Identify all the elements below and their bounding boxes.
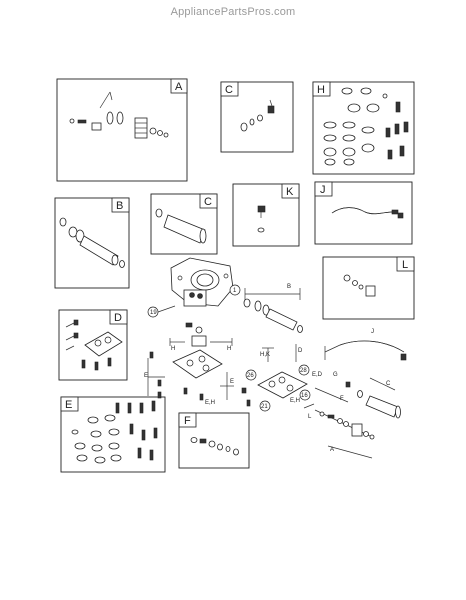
panel-f: F — [178, 412, 250, 469]
label-eh2: E,H — [290, 398, 300, 404]
callout-21: 21 — [261, 404, 268, 410]
central-assembly: B 19 1 H H E E — [144, 257, 407, 459]
panel-c-top: C — [220, 81, 294, 153]
panel-d: D — [58, 309, 128, 381]
panel-c-mid-tag: C — [204, 196, 212, 208]
panel-d-parts — [65, 319, 123, 371]
callout-28: 28 — [300, 368, 307, 374]
callout-19: 19 — [150, 310, 157, 316]
label-c: C — [386, 381, 391, 387]
panel-b-tag: B — [116, 200, 123, 212]
callout-1: 1 — [233, 288, 237, 294]
panel-a-parts — [69, 91, 169, 139]
panel-j: J — [314, 181, 413, 245]
panel-e: E — [60, 396, 166, 473]
panel-j-tag: J — [320, 184, 326, 196]
panel-k-parts — [257, 205, 266, 233]
label-h2: H — [227, 346, 231, 352]
watermark: AppliancePartsPros.com — [170, 6, 296, 18]
panel-f-parts — [190, 437, 239, 456]
panel-c-top-parts — [240, 99, 275, 132]
label-f: F — [340, 396, 344, 402]
panel-d-tag: D — [114, 312, 122, 324]
label-g: G — [333, 372, 338, 378]
panel-a-tag: A — [175, 81, 183, 93]
panel-k: K — [232, 183, 300, 247]
panel-h-parts — [323, 87, 409, 166]
label-j: J — [371, 329, 374, 335]
panel-k-tag: K — [286, 186, 294, 198]
label-eh: E,H — [205, 400, 215, 406]
panel-c-mid: C — [150, 193, 218, 255]
label-b: B — [287, 284, 291, 290]
panel-l-parts — [343, 274, 376, 297]
panel-a: A — [56, 78, 188, 182]
panel-b: B — [54, 197, 130, 289]
callout-26: 26 — [247, 373, 254, 379]
label-hk: H,K — [260, 352, 270, 358]
panel-b-parts — [59, 217, 125, 268]
label-e2: E — [230, 379, 234, 385]
panel-e-parts — [71, 400, 158, 464]
panel-f-tag: F — [184, 415, 191, 427]
label-e1: E — [144, 373, 148, 379]
panel-h-tag: H — [317, 84, 325, 96]
callout-16: 16 — [301, 393, 308, 399]
panel-c-top-tag: C — [225, 84, 233, 96]
panel-l: L — [322, 256, 415, 320]
panel-e-tag: E — [65, 399, 72, 411]
panel-c-mid-parts — [155, 208, 207, 244]
label-l: L — [308, 414, 312, 420]
label-d: D — [298, 348, 303, 354]
label-a: A — [330, 447, 334, 453]
label-ed: E,D — [312, 372, 323, 378]
label-h1: H — [171, 346, 175, 352]
panel-l-tag: L — [402, 259, 408, 271]
panel-j-parts — [331, 207, 404, 219]
panel-h: H — [312, 81, 415, 175]
